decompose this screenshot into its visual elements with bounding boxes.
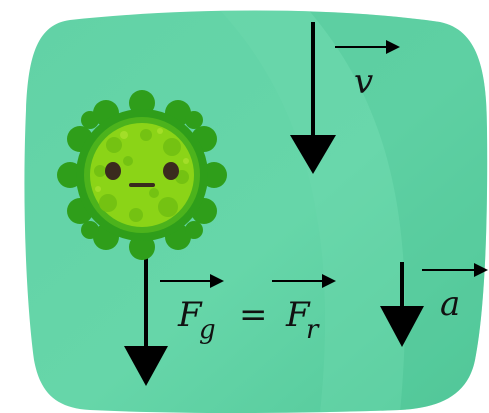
acceleration-label: a <box>422 263 488 324</box>
velocity-label: v <box>335 40 400 102</box>
acceleration-arrow <box>380 262 424 347</box>
virus-spots <box>94 129 189 222</box>
force-resistance-subscript: r <box>306 315 320 345</box>
virus-right-eye <box>163 162 179 180</box>
virus-mouth <box>129 183 155 187</box>
acceleration-symbol: a <box>440 284 460 324</box>
virus-left-eye <box>105 162 121 180</box>
virus-character-icon <box>57 90 227 260</box>
force-gravity-symbol: F <box>177 295 203 335</box>
virus-highlight-spots <box>95 128 189 192</box>
force-resistance-symbol: F <box>285 295 311 335</box>
force-equation: F g = F r <box>160 274 336 345</box>
background-highlight-band-2 <box>210 10 406 413</box>
velocity-symbol: v <box>354 62 373 102</box>
equals-sign: = <box>239 295 268 335</box>
background-highlight-band <box>300 10 488 413</box>
virus-face <box>105 162 179 187</box>
force-arrow <box>124 252 168 386</box>
velocity-arrow <box>290 22 336 174</box>
force-gravity-subscript: g <box>199 315 216 345</box>
